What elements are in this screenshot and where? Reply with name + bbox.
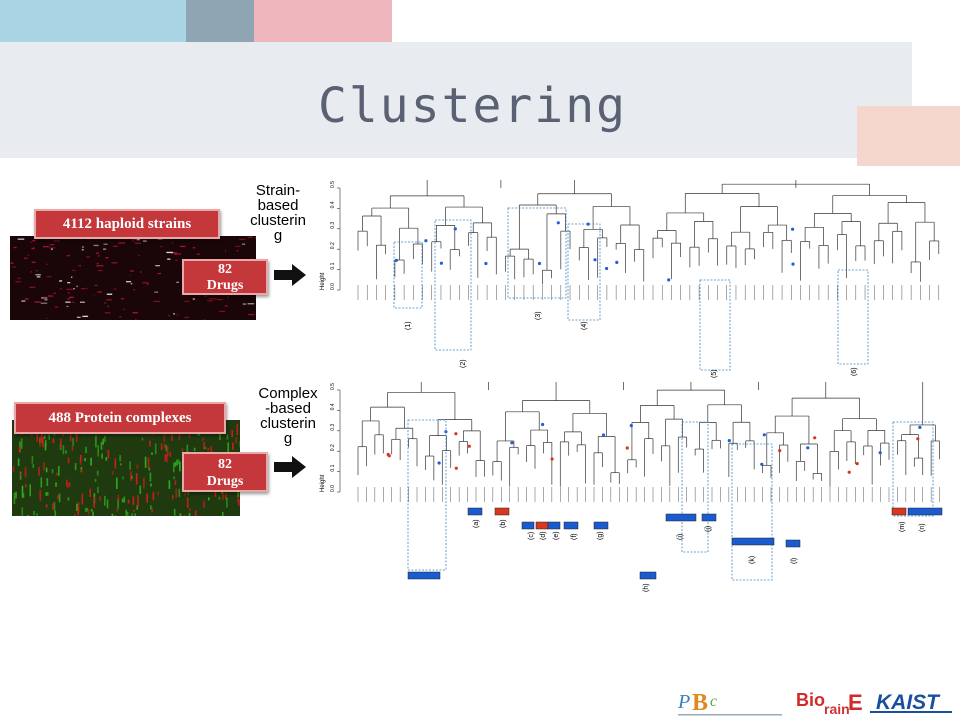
- cluster-tag: (6): [851, 367, 858, 376]
- cluster-marker-bar: [521, 521, 535, 530]
- cluster-tag: (b): [500, 519, 507, 528]
- cluster-tag: (3): [535, 311, 542, 320]
- y-tick-label: 0.4: [330, 403, 336, 410]
- complex-drugs-banner: 82 Drugs: [182, 452, 268, 492]
- cluster-tag: (e): [553, 531, 560, 540]
- svg-text:B: B: [692, 690, 708, 716]
- biobraine-logo: Bio rain E: [796, 690, 863, 717]
- y-tick-label: 0.1: [330, 464, 336, 471]
- y-tick-label: 0.2: [330, 444, 336, 451]
- strain-drugs-banner: 82 Drugs: [182, 259, 268, 295]
- cluster-marker-bar: [785, 539, 801, 548]
- y-tick-label: 0.3: [330, 424, 336, 431]
- cluster-tag: (1): [405, 321, 412, 330]
- svg-text:rain: rain: [824, 701, 850, 717]
- cluster-tag: (n): [919, 523, 926, 532]
- svg-text:c: c: [710, 693, 717, 710]
- cluster-tag: (4): [581, 321, 588, 330]
- title-band: [0, 42, 912, 158]
- cluster-marker-bar: [593, 521, 609, 530]
- kaist-logo: KAIST: [870, 691, 952, 714]
- cluster-marker-bar: [731, 537, 775, 546]
- cluster-tag: (5): [711, 369, 718, 378]
- strain-dendrogram: Height 0.0 0.1 0.2 0.3 0.4 0.5 (1) (2) (3) (4) (5…: [320, 180, 940, 378]
- complex-dendrogram: Height 0.0 0.1 0.2 0.3 0.4 0.5 (a) (b) (c) (d) (e…: [320, 382, 943, 592]
- cluster-tag: (c): [528, 532, 535, 540]
- svg-text:P: P: [677, 691, 690, 713]
- cluster-marker-bar: [547, 521, 561, 530]
- cluster-tag: (j): [705, 526, 712, 532]
- y-tick-label: 0.0: [330, 283, 336, 290]
- cluster-marker-bar: [665, 513, 697, 522]
- y-tick-label: 0.2: [330, 242, 336, 249]
- complex-height-axis-label: Height: [320, 474, 326, 492]
- cluster-tag: (f): [571, 533, 578, 540]
- cluster-tag: (l): [791, 558, 798, 564]
- cluster-tag: (g): [597, 531, 604, 540]
- cluster-marker-bar: [407, 571, 441, 580]
- cluster-marker-bar: [907, 507, 943, 516]
- y-tick-label: 0.0: [330, 485, 336, 492]
- cluster-tag: (i): [677, 534, 684, 540]
- svg-text:Bio: Bio: [796, 690, 825, 710]
- cluster-tag: (a): [473, 519, 480, 528]
- complex-count-banner: 488 Protein complexes: [14, 402, 226, 434]
- cluster-marker-bar: [467, 507, 483, 516]
- y-tick-label: 0.1: [330, 262, 336, 269]
- y-tick-label: 0.3: [330, 222, 336, 229]
- cluster-tag: (h): [643, 583, 650, 592]
- complex-method-label: Complex -based clusterin g: [258, 385, 318, 447]
- strain-height-axis-label: Height: [320, 272, 326, 290]
- cluster-marker-bar: [563, 521, 579, 530]
- cluster-marker-bar: [701, 513, 717, 522]
- cluster-marker-bar: [494, 507, 510, 516]
- pbc-logo: P B c: [677, 690, 782, 716]
- arrow-right-icon: [274, 456, 306, 478]
- cluster-tag: (m): [899, 522, 906, 533]
- cluster-marker-bar: [639, 571, 657, 580]
- arrow-right-icon: [274, 264, 306, 286]
- strain-method-label: Strain- based clusterin g: [250, 182, 306, 244]
- slide-title: Clustering: [318, 78, 627, 134]
- y-tick-label: 0.5: [330, 181, 336, 188]
- svg-text:E: E: [848, 690, 863, 715]
- y-tick-label: 0.4: [330, 201, 336, 208]
- y-tick-label: 0.5: [330, 383, 336, 390]
- complex-heatmap: [12, 420, 240, 516]
- strain-count-banner: 4112 haploid strains: [34, 209, 220, 239]
- decorative-block: [857, 106, 960, 166]
- cluster-tag: (k): [749, 556, 756, 564]
- cluster-marker-bar: [535, 521, 549, 530]
- cluster-tag: (2): [460, 359, 467, 368]
- cluster-tag: (d): [540, 531, 547, 540]
- cluster-marker-bar: [891, 507, 907, 516]
- svg-text:KAIST: KAIST: [876, 691, 941, 714]
